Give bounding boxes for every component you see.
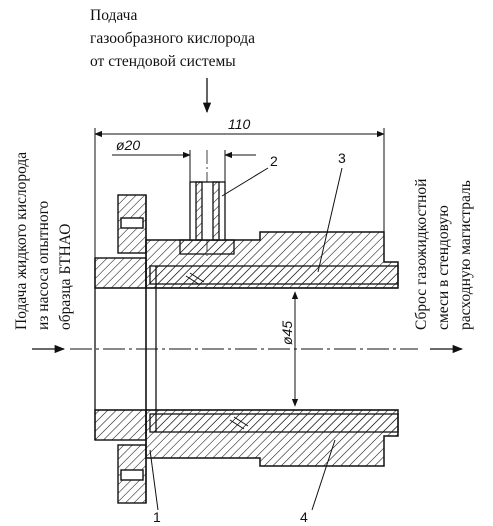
callout-1: 1 xyxy=(153,509,161,525)
inlet-diameter-dimension xyxy=(112,150,256,185)
liquid-supply-line-3: образца БТНАО xyxy=(57,224,74,330)
bore-diameter-value: ø45 xyxy=(279,321,295,345)
flange xyxy=(94,194,147,504)
discharge-line-3: расходную магистраль xyxy=(457,180,474,330)
liquid-supply-line-2: из насоса опытного xyxy=(35,200,52,330)
liner-tube xyxy=(145,262,399,436)
gas-inlet-pipe xyxy=(179,181,235,255)
bore xyxy=(94,258,398,440)
gas-supply-label: Подача газообразного кислорода от стендо… xyxy=(90,7,255,70)
callout-leaders xyxy=(149,167,343,511)
inlet-diameter-value: ø20 xyxy=(116,137,140,153)
gas-supply-line-2: газообразного кислорода xyxy=(90,30,255,47)
callout-2: 2 xyxy=(270,153,278,169)
callout-4: 4 xyxy=(300,509,308,525)
length-dimension xyxy=(94,128,385,262)
break-marks xyxy=(185,272,249,430)
callout-3: 3 xyxy=(338,150,346,166)
liquid-supply-label: Подача жидкого кислорода из насоса опытн… xyxy=(13,152,74,330)
gas-supply-line-1: Подача xyxy=(90,7,137,24)
liquid-supply-line-1: Подача жидкого кислорода xyxy=(13,152,30,330)
mixture-discharge-label: Сброс газожидкостной смеси в стендовую р… xyxy=(413,179,474,330)
discharge-line-1: Сброс газожидкостной xyxy=(413,179,430,330)
discharge-line-2: смеси в стендовую xyxy=(435,205,452,330)
gas-supply-line-3: от стендовой системы xyxy=(90,53,236,70)
length-dimension-value: 110 xyxy=(228,116,251,132)
